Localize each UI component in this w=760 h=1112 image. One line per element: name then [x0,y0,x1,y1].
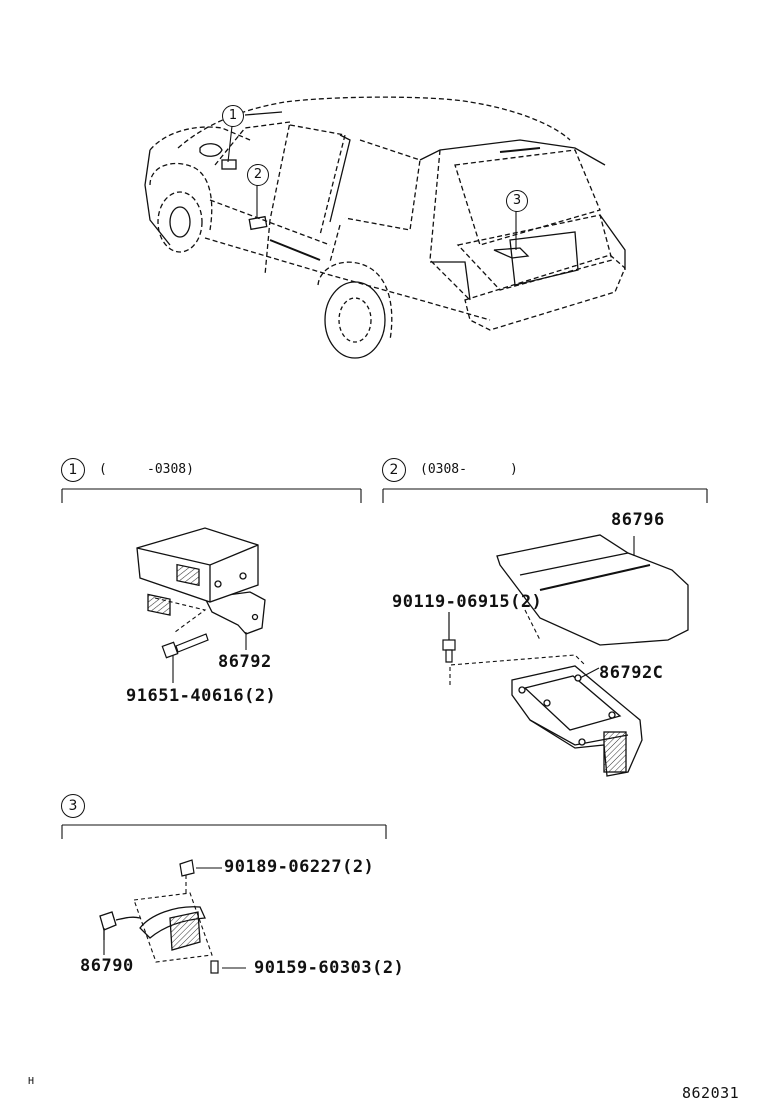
cover-86796-drawing [496,534,689,646]
callout-leaders [227,125,517,250]
section-1-range-open: ( [99,462,107,477]
bracket-86792c-leaders [449,609,600,685]
diagram-number: 862031 [682,1084,740,1102]
screw-90159-drawing [210,960,219,974]
section-1-range-to: -0308) [147,462,194,477]
camera-86790-drawing [99,906,206,951]
callout-3: 3 [506,190,528,212]
section-2-marker: 2 [382,458,406,482]
bolt-90119-drawing [442,612,456,663]
callout-1: 1 [222,105,244,127]
ecu-86792-drawing [136,527,266,635]
part-label-86790: 86790 [80,956,134,976]
footer-left-mark: H [28,1076,35,1087]
part-label-86792: 86792 [218,652,272,672]
section-3-marker: 3 [61,794,85,818]
camera-86790-leaders [103,867,246,969]
section-1-frame [61,488,362,503]
callout-2: 2 [247,164,269,186]
vehicle-illustration [144,96,626,359]
ecu-86792-leaders [154,597,247,683]
section-1-marker: 1 [61,458,85,482]
bracket-86792c-drawing [511,665,643,777]
bolt-91651-drawing [161,633,209,659]
part-label-90119-06915: 90119-06915(2) [392,592,543,612]
section-3-frame [61,824,387,839]
section-2-range-from: (0308- [420,462,467,477]
part-label-90159-60303: 90159-60303(2) [254,958,405,978]
section-2-range-close: ) [510,462,518,477]
part-label-86796: 86796 [611,510,665,530]
section-2-frame [382,488,708,503]
part-label-91651-40616: 91651-40616(2) [126,686,277,706]
clip-90189-drawing [179,859,195,877]
part-label-86792c: 86792C [599,663,664,683]
part-label-90189-06227: 90189-06227(2) [224,857,375,877]
